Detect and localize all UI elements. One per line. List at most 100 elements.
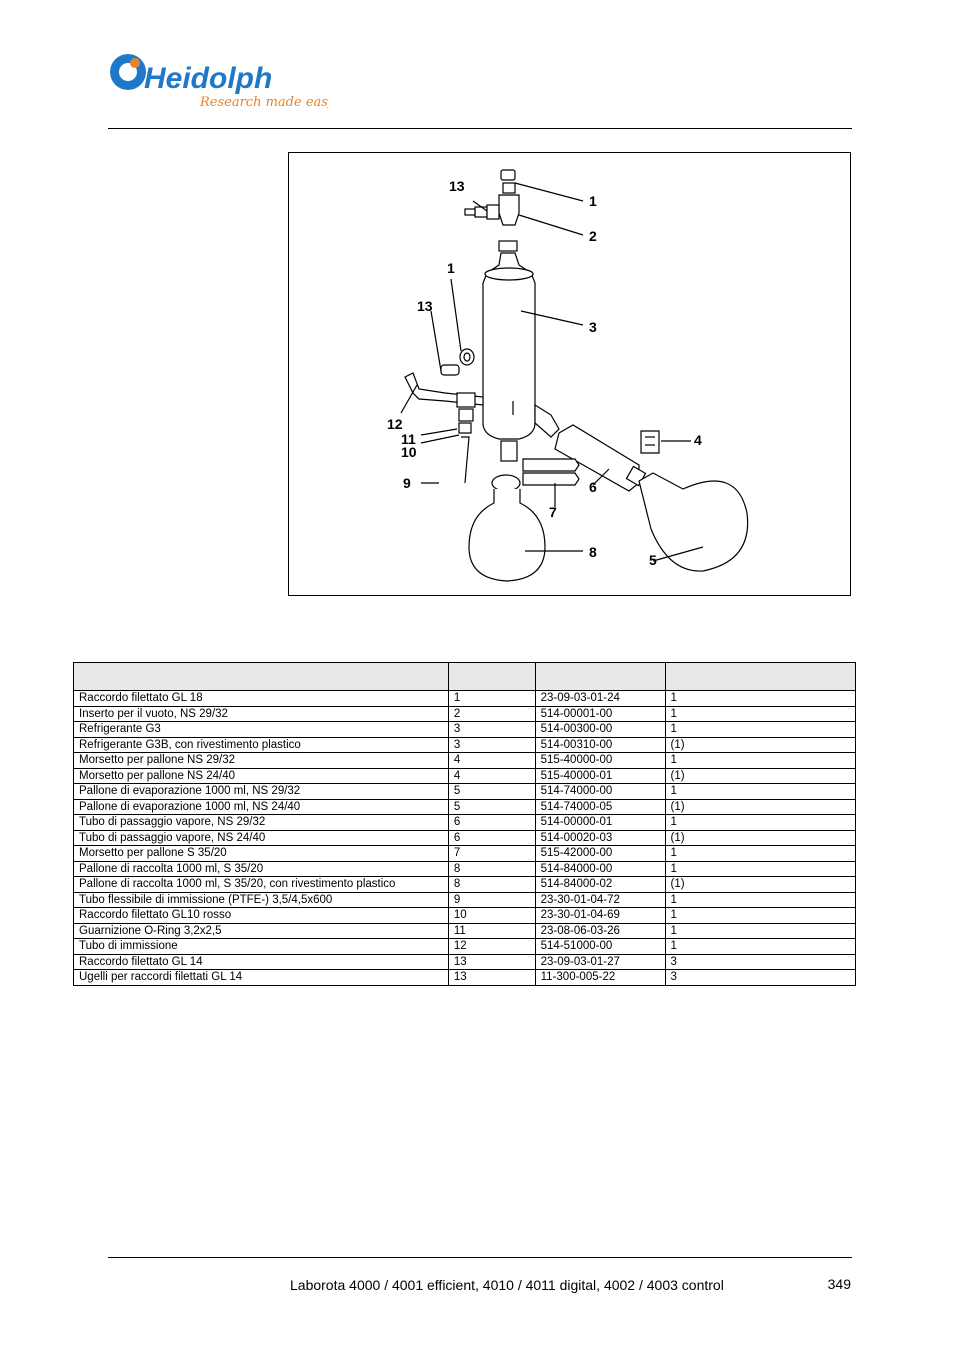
cell-position: 6 xyxy=(447,829,536,846)
cell-quantity: 1 xyxy=(664,690,856,707)
cell-quantity: 1 xyxy=(664,783,856,800)
callout-9: 9 xyxy=(403,475,411,491)
cell-part-number: 514-74000-05 xyxy=(534,798,666,815)
cell-quantity: (1) xyxy=(664,736,856,753)
cell-description: Raccordo filettato GL 14 xyxy=(73,953,449,970)
cell-part-number: 23-08-06-03-26 xyxy=(534,922,666,939)
callout-1-top: 1 xyxy=(589,193,597,209)
cell-part-number: 515-40000-00 xyxy=(534,752,666,769)
cell-position: 4 xyxy=(447,752,536,769)
cell-part-number: 514-00001-00 xyxy=(534,705,666,722)
glassware-drawing: 1 2 3 4 5 6 7 8 9 10 11 12 13 1 13 xyxy=(387,169,749,582)
exploded-view-figure: 1 2 3 4 5 6 7 8 9 10 11 12 13 1 13 xyxy=(288,152,851,596)
cell-position: 7 xyxy=(447,845,536,862)
callout-13-top: 13 xyxy=(449,178,465,194)
cell-description: Pallone di evaporazione 1000 ml, NS 29/3… xyxy=(73,783,449,800)
footer-title: Laborota 4000 / 4001 efficient, 4010 / 4… xyxy=(290,1277,724,1293)
cell-position: 11 xyxy=(447,922,536,939)
cell-position: 13 xyxy=(447,953,536,970)
cell-position: 4 xyxy=(447,767,536,784)
cell-part-number: 11-300-005-22 xyxy=(534,969,666,986)
cell-part-number: 514-00300-00 xyxy=(534,721,666,738)
cell-description: Raccordo filettato GL 18 xyxy=(73,690,449,707)
cell-description: Morsetto per pallone NS 24/40 xyxy=(73,767,449,784)
cell-position: 8 xyxy=(447,876,536,893)
cell-position: 13 xyxy=(447,969,536,986)
header-rule xyxy=(108,128,852,129)
callout-7: 7 xyxy=(549,504,557,520)
cell-quantity: 1 xyxy=(664,938,856,955)
cell-quantity: 1 xyxy=(664,752,856,769)
cell-description: Guarnizione O-Ring 3,2x2,5 xyxy=(73,922,449,939)
cell-position: 5 xyxy=(447,798,536,815)
cell-part-number: 23-30-01-04-72 xyxy=(534,891,666,908)
cell-part-number: 23-09-03-01-27 xyxy=(534,953,666,970)
table-header-row xyxy=(73,662,856,691)
callout-10: 10 xyxy=(401,444,417,460)
callout-3: 3 xyxy=(589,319,597,335)
cell-position: 8 xyxy=(447,860,536,877)
cell-quantity: 1 xyxy=(664,721,856,738)
callout-8: 8 xyxy=(589,544,597,560)
callout-6: 6 xyxy=(589,479,597,495)
cell-description: Tubo di passaggio vapore, NS 24/40 xyxy=(73,829,449,846)
cell-quantity: 1 xyxy=(664,922,856,939)
cell-position: 6 xyxy=(447,814,536,831)
cell-position: 10 xyxy=(447,907,536,924)
cell-description: Pallone di raccolta 1000 ml, S 35/20 xyxy=(73,860,449,877)
heidolph-logo-mark: Heidolph Research made easy xyxy=(110,54,336,110)
cell-position: 9 xyxy=(447,891,536,908)
cell-description: Refrigerante G3 xyxy=(73,721,449,738)
cell-position: 5 xyxy=(447,783,536,800)
cell-quantity: (1) xyxy=(664,829,856,846)
callout-1-left: 1 xyxy=(447,260,455,276)
cell-description: Pallone di evaporazione 1000 ml, NS 24/4… xyxy=(73,798,449,815)
cell-position: 3 xyxy=(447,721,536,738)
cell-quantity: (1) xyxy=(664,876,856,893)
callout-12: 12 xyxy=(387,416,403,432)
table-row: Tubo flessibile di immissione (PTFE-) 3,… xyxy=(73,891,856,908)
cell-quantity: (1) xyxy=(664,798,856,815)
heidolph-logo: Heidolph Research made easy xyxy=(108,50,336,114)
cell-position: 3 xyxy=(447,736,536,753)
cell-quantity: 1 xyxy=(664,705,856,722)
cell-quantity: 1 xyxy=(664,907,856,924)
cell-position: 12 xyxy=(447,938,536,955)
table-row: Pallone di evaporazione 1000 ml, NS 24/4… xyxy=(73,798,856,815)
cell-quantity: (1) xyxy=(664,767,856,784)
cell-part-number: 514-00000-01 xyxy=(534,814,666,831)
cell-description: Tubo flessibile di immissione (PTFE-) 3,… xyxy=(73,891,449,908)
cell-part-number: 23-30-01-04-69 xyxy=(534,907,666,924)
callout-5: 5 xyxy=(649,552,657,568)
page-number: 349 xyxy=(827,1276,851,1292)
table-row: Pallone di evaporazione 1000 ml, NS 29/3… xyxy=(73,783,856,800)
cell-part-number: 515-42000-00 xyxy=(534,845,666,862)
header-position xyxy=(447,662,536,691)
callout-11: 11 xyxy=(401,431,416,447)
header-description xyxy=(73,662,449,691)
cell-part-number: 514-84000-00 xyxy=(534,860,666,877)
cell-quantity: 3 xyxy=(664,953,856,970)
cell-quantity: 3 xyxy=(664,969,856,986)
cell-description: Morsetto per pallone NS 29/32 xyxy=(73,752,449,769)
cell-quantity: 1 xyxy=(664,814,856,831)
cell-description: Ugelli per raccordi filettati GL 14 xyxy=(73,969,449,986)
cell-part-number: 514-84000-02 xyxy=(534,876,666,893)
callout-4: 4 xyxy=(694,432,702,448)
cell-description: Morsetto per pallone S 35/20 xyxy=(73,845,449,862)
cell-quantity: 1 xyxy=(664,845,856,862)
cell-part-number: 514-00020-03 xyxy=(534,829,666,846)
table-row: Pallone di raccolta 1000 ml, S 35/20, co… xyxy=(73,876,856,893)
cell-description: Refrigerante G3B, con rivestimento plast… xyxy=(73,736,449,753)
cell-description: Raccordo filettato GL10 rosso xyxy=(73,907,449,924)
